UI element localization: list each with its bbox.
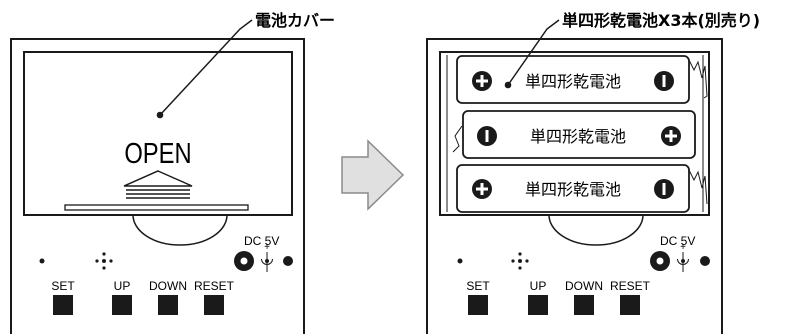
right-callout-dot: [504, 81, 512, 89]
left-device: OPEN 電池カバー: [10, 11, 335, 334]
svg-text:+: +: [680, 242, 686, 253]
polarity-icon: +: [261, 242, 273, 272]
set-button[interactable]: [468, 295, 488, 315]
svg-text:+: +: [264, 242, 270, 253]
down-label: DOWN: [565, 279, 603, 293]
right-thumb-notch: [548, 214, 644, 246]
right-controls: SET UP DOWN RESET DC 5V +: [457, 234, 710, 315]
polarity-icon: +: [677, 242, 689, 272]
down-label: DOWN: [149, 279, 187, 293]
left-controls: SET UP DOWN RESET DC 5V +: [39, 234, 293, 315]
battery-1-label: 単四形乾電池: [525, 72, 621, 91]
spring-bottom-right: [688, 169, 708, 205]
dc-jack-icon[interactable]: [234, 251, 254, 271]
spring-top-right: [688, 59, 708, 99]
power-led: [700, 256, 710, 266]
down-button[interactable]: [158, 295, 178, 315]
plus-terminal-icon: [472, 71, 492, 91]
set-label: SET: [466, 279, 490, 293]
speaker-icon: [511, 252, 529, 270]
right-callout-label: 単四形乾電池X3本(別売り): [562, 11, 760, 30]
up-label: UP: [530, 279, 547, 293]
plus-terminal-icon: [472, 179, 492, 199]
battery-2: 単四形乾電池: [462, 110, 696, 159]
up-button[interactable]: [112, 295, 132, 315]
up-button[interactable]: [528, 295, 548, 315]
battery-3-label: 単四形乾電池: [525, 180, 621, 199]
right-callout-line: [507, 19, 560, 86]
reset-button[interactable]: [620, 295, 640, 315]
battery-1-body: [456, 55, 690, 104]
indicator-dot: [39, 258, 45, 264]
set-button[interactable]: [53, 295, 73, 315]
open-label: OPEN: [124, 137, 191, 170]
reset-label: RESET: [610, 279, 651, 293]
reset-button[interactable]: [204, 295, 224, 315]
down-button[interactable]: [574, 295, 594, 315]
up-label: UP: [114, 279, 131, 293]
transition-arrow-icon: [341, 139, 405, 211]
indicator-dot: [457, 258, 463, 264]
battery-1: 単四形乾電池: [456, 55, 690, 104]
open-arrow-icon: [123, 170, 193, 199]
minus-terminal-icon: [654, 179, 674, 199]
battery-cover: [23, 51, 293, 216]
dc-label: DC 5V: [660, 234, 695, 248]
minus-terminal-icon: [654, 71, 674, 91]
power-led: [283, 256, 293, 266]
left-callout-label: 電池カバー: [255, 11, 335, 30]
left-callout-dot: [156, 111, 164, 119]
battery-3-body: [456, 164, 690, 213]
reset-label: RESET: [194, 279, 235, 293]
spring-middle-left: [452, 125, 463, 153]
dc-jack-icon[interactable]: [650, 251, 670, 271]
dc-label: DC 5V: [244, 234, 279, 248]
minus-terminal-icon: [477, 126, 497, 146]
battery-2-label: 単四形乾電池: [530, 127, 626, 146]
cover-slot: [64, 204, 249, 211]
right-device: 単四形乾電池 単四形乾電池: [426, 11, 760, 334]
battery-2-body: [462, 110, 696, 159]
battery-3: 単四形乾電池: [456, 164, 690, 213]
plus-terminal-icon: [661, 126, 681, 146]
left-callout-line: [159, 19, 253, 116]
set-label: SET: [51, 279, 75, 293]
speaker-icon: [95, 252, 113, 270]
left-thumb-notch: [132, 214, 228, 246]
